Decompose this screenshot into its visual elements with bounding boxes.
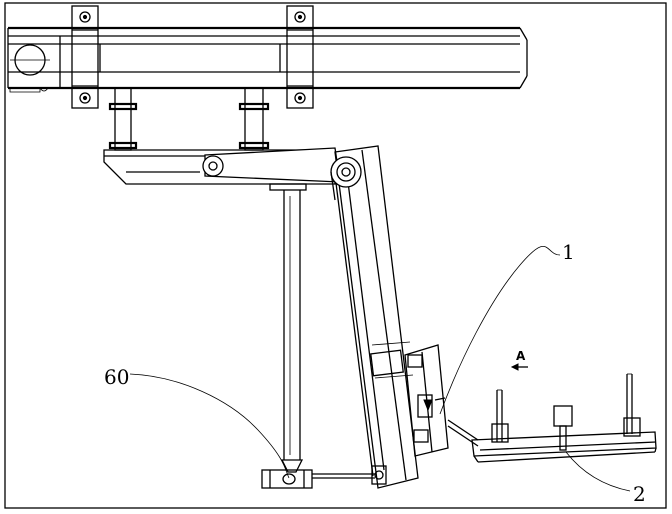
- gripper-head: [404, 344, 479, 457]
- hanger-posts: [108, 87, 272, 151]
- inclined-arm: [334, 145, 419, 489]
- view-marker-label: A: [516, 349, 526, 363]
- rail-clamp-left: [71, 5, 99, 109]
- callout-label-60: 60: [104, 365, 129, 389]
- callout-label-2: 2: [633, 482, 646, 506]
- top-pulley: [330, 156, 362, 201]
- view-arrow-a: A: [510, 349, 528, 371]
- leader-line-part-2: [565, 451, 631, 492]
- callout-label-1: 1: [562, 240, 575, 264]
- horizontal-arm: [103, 147, 341, 191]
- rail-end-circle: [10, 44, 50, 76]
- overhead-rail: [7, 26, 528, 93]
- leader-line-part-60: [129, 373, 290, 479]
- vertical-rod: [280, 190, 304, 473]
- rail-clamp-right: [286, 5, 314, 109]
- tray-posts: [496, 373, 633, 442]
- drawing-frame: [4, 2, 667, 509]
- tray-plate: [471, 405, 657, 463]
- rod-base-connector: [261, 465, 387, 489]
- leader-line-part-1: [439, 245, 561, 415]
